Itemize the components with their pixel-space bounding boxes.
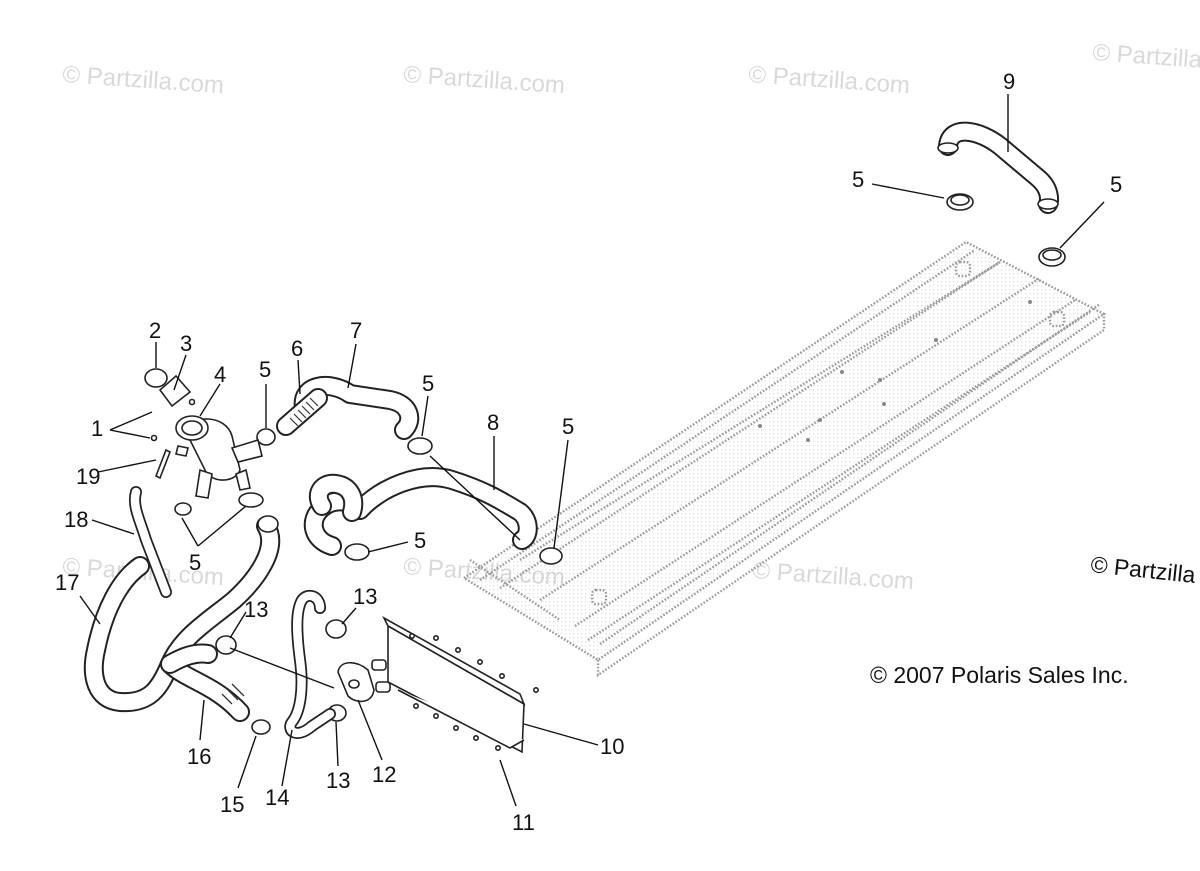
watermark-text: © Partzilla.com xyxy=(748,61,911,99)
callout-15: 15 xyxy=(220,792,244,817)
watermark-text: © Partzilla.com xyxy=(403,61,566,99)
hose-18-drawing xyxy=(129,486,172,598)
callout-5: 5 xyxy=(562,414,574,439)
hose-14-drawing xyxy=(284,589,336,739)
callout-13: 13 xyxy=(326,768,350,793)
callout-11: 11 xyxy=(512,810,535,835)
watermark-text: © Partzilla.com xyxy=(1092,39,1200,77)
bracket-12-drawing xyxy=(337,659,391,703)
callout-16: 16 xyxy=(187,744,211,769)
callout-5: 5 xyxy=(259,357,271,382)
bellows-6-drawing xyxy=(276,388,328,436)
copyright-text: © 2007 Polaris Sales Inc. xyxy=(870,662,1129,688)
callout-labels: 1 2 3 4 5 5 5 5 5 5 5 6 7 8 9 10 11 12 1… xyxy=(55,69,1122,835)
callout-5: 5 xyxy=(189,550,201,575)
hose-17-drawing xyxy=(83,516,281,713)
watermark-text: © Partzilla.com xyxy=(62,61,225,99)
callout-12: 12 xyxy=(372,762,396,787)
thermostat-housing-drawing xyxy=(144,368,263,499)
heat-exchanger-drawing xyxy=(461,240,1107,678)
callout-17: 17 xyxy=(55,570,79,595)
hose-7-drawing xyxy=(293,376,420,440)
callout-4: 4 xyxy=(214,362,226,387)
watermark-text: © Partzilla.com xyxy=(752,557,915,595)
callout-19: 19 xyxy=(76,464,100,489)
callout-1: 1 xyxy=(91,416,103,441)
callout-2: 2 xyxy=(149,318,161,343)
callout-6: 6 xyxy=(291,336,303,361)
callout-5: 5 xyxy=(852,167,864,192)
callout-13: 13 xyxy=(353,584,377,609)
clamp-drawing xyxy=(946,193,1066,267)
callout-13: 13 xyxy=(244,597,268,622)
callout-8: 8 xyxy=(487,410,499,435)
callout-5: 5 xyxy=(414,528,426,553)
callout-14: 14 xyxy=(265,785,289,810)
callout-18: 18 xyxy=(64,507,88,532)
callout-10: 10 xyxy=(600,734,624,759)
callout-5: 5 xyxy=(422,371,434,396)
hose-16-drawing xyxy=(160,643,250,722)
callout-7: 7 xyxy=(350,318,362,343)
hose-9-drawing xyxy=(937,121,1059,214)
watermark-text: © Partzilla xyxy=(1089,551,1196,588)
plate-10-drawing xyxy=(382,616,539,754)
callout-9: 9 xyxy=(1003,69,1015,94)
leader-lines xyxy=(79,94,1105,807)
hose-8-drawing xyxy=(303,467,538,556)
hose-end xyxy=(257,515,279,533)
callout-3: 3 xyxy=(180,331,192,356)
callout-5: 5 xyxy=(1110,172,1122,197)
